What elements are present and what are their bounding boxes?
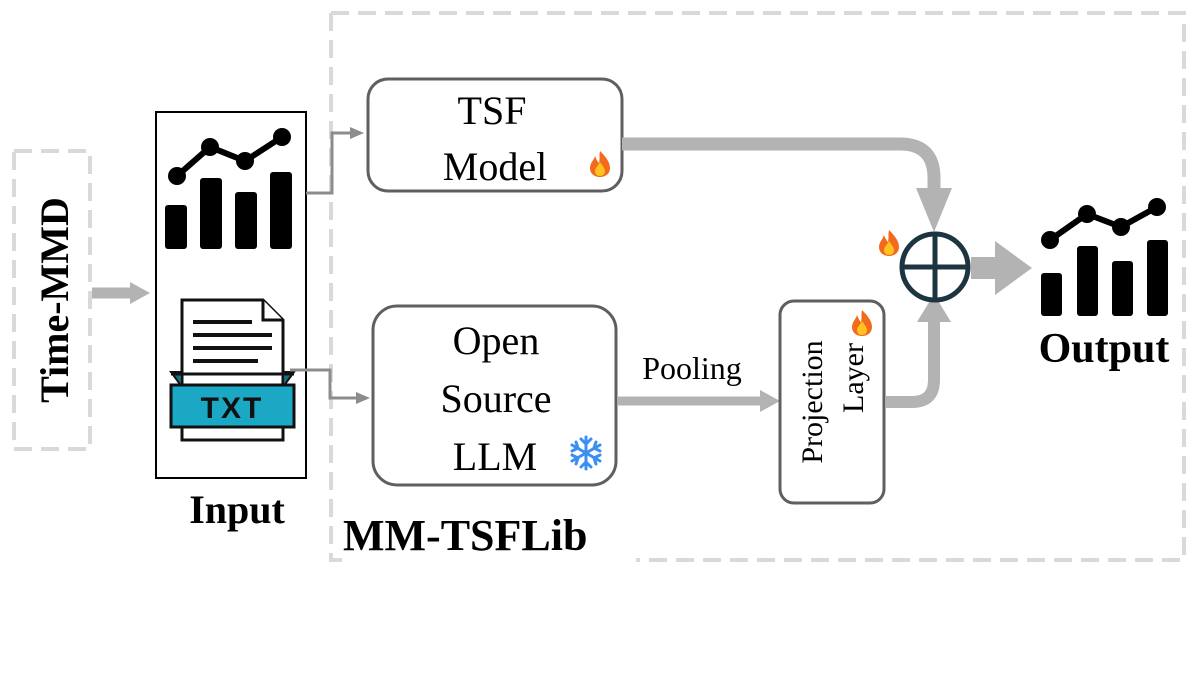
time-mmd-box (12, 149, 92, 451)
llm-line1: Open (453, 318, 540, 363)
llm-line3: LLM (453, 434, 537, 479)
projection-to-fusion-arrow (886, 294, 951, 408)
framework-boundary (329, 11, 1186, 562)
input-label: Input (189, 487, 285, 532)
llm-line2: Source (440, 376, 551, 421)
txt-badge-label: TXT (201, 392, 264, 425)
fusion-to-output-arrow (971, 241, 1032, 295)
llm-snowflake-icon (570, 435, 602, 471)
pooling-label: Pooling (642, 350, 742, 386)
tsf-model-box (366, 77, 624, 193)
output-label: Output (1039, 326, 1170, 372)
projection-line1: Projection (796, 340, 829, 463)
llm-box (371, 304, 618, 487)
text-to-llm-arrow (290, 368, 370, 404)
tsf-model-line2: Model (443, 144, 547, 189)
framework-label: MM-TSFLib (343, 511, 587, 560)
projection-layer-box (778, 299, 886, 505)
output-chart-icon (1041, 198, 1168, 316)
tsf-to-fusion-arrow (622, 137, 952, 232)
fusion-fire-icon (879, 230, 899, 256)
tsf-model-line1: TSF (458, 88, 527, 133)
series-to-tsf-arrow (306, 127, 364, 195)
pooling-arrow (618, 390, 780, 412)
source-to-input-arrow (92, 282, 150, 304)
text-document-icon (169, 298, 296, 442)
timeseries-chart-icon (165, 128, 292, 249)
fusion-circled-plus-icon (899, 231, 971, 303)
time-mmd-label: Time-MMD (32, 197, 77, 403)
projection-line2: Layer (837, 343, 870, 413)
